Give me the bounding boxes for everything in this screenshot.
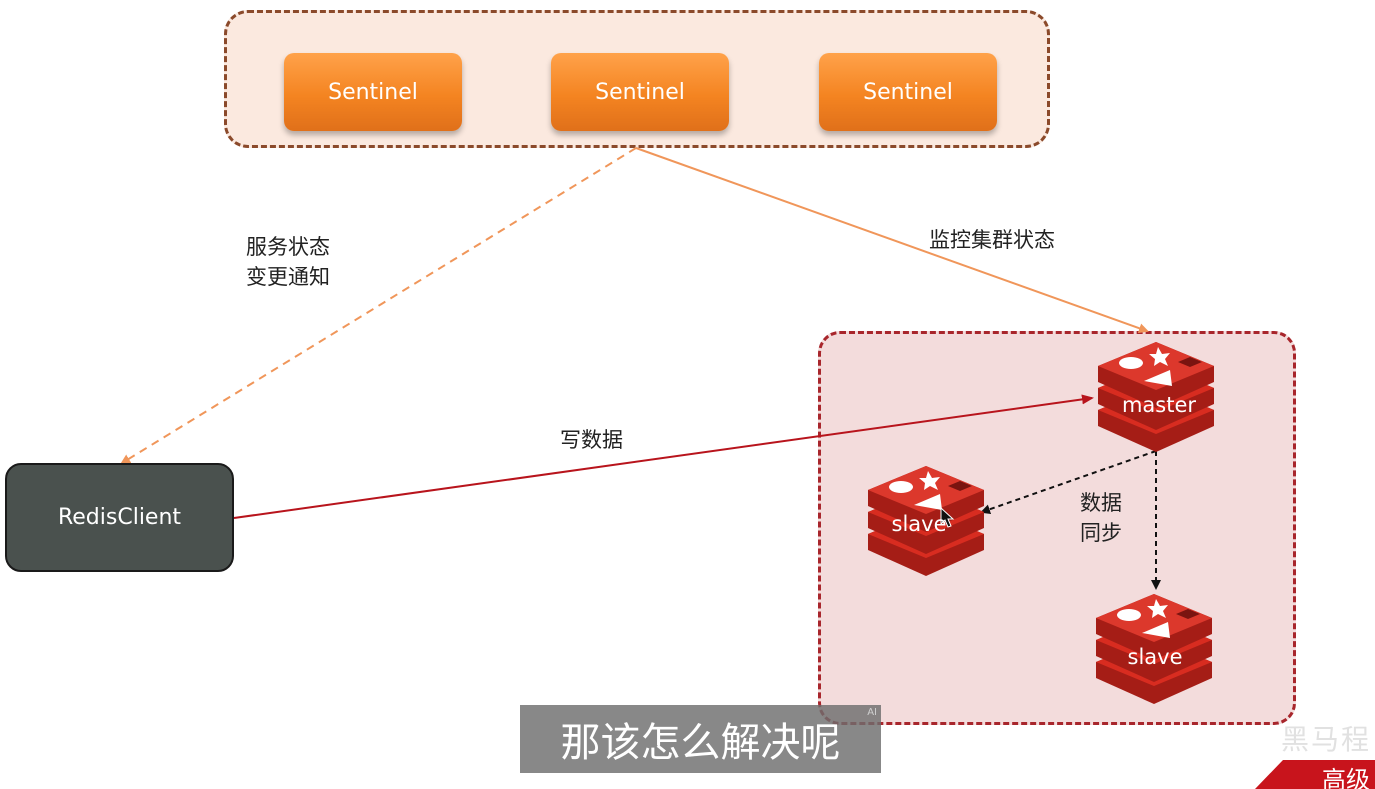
sentinel-node-1-label: Sentinel [328, 79, 418, 105]
monitor-label: 监控集群状态 [929, 228, 1055, 252]
notify-label: 服务状态 变更通知 [246, 232, 330, 292]
sync-label-line-1: 数据 [1080, 491, 1122, 515]
corner-banner-text: 高级 [1322, 766, 1370, 789]
notify-label-line-2: 变更通知 [246, 265, 330, 289]
sentinel-node-2: Sentinel [551, 53, 729, 131]
sync-label-line-2: 同步 [1080, 521, 1122, 545]
notify-label-line-1: 服务状态 [246, 235, 330, 259]
video-subtitle-text: 那该怎么解决呢 [560, 720, 841, 766]
sentinel-node-2-label: Sentinel [595, 79, 685, 105]
notify-connector [120, 147, 637, 465]
sync-connector-slave-1 [980, 450, 1157, 515]
ai-badge: AI [867, 707, 877, 718]
sync-label: 数据 同步 [1080, 488, 1122, 548]
redis-client-label: RedisClient [57, 505, 182, 530]
sentinel-node-1: Sentinel [284, 53, 462, 131]
sentinel-node-3: Sentinel [819, 53, 997, 131]
write-label: 写数据 [560, 428, 623, 452]
video-subtitle: 那该怎么解决呢 AI [520, 705, 881, 773]
monitor-connector [635, 147, 1149, 334]
sentinel-group: Sentinel Sentinel Sentinel [224, 10, 1050, 148]
mouse-pointer-icon [940, 506, 955, 528]
watermark-text: 黑马程 [1281, 723, 1372, 756]
slave-node-2-label: slave [1127, 645, 1183, 669]
slave-node-1-label: slave [891, 512, 947, 536]
master-node-label: master [1121, 393, 1197, 417]
write-connector [233, 394, 1094, 519]
redis-client-node: RedisClient [5, 463, 234, 572]
sentinel-node-3-label: Sentinel [863, 79, 953, 105]
